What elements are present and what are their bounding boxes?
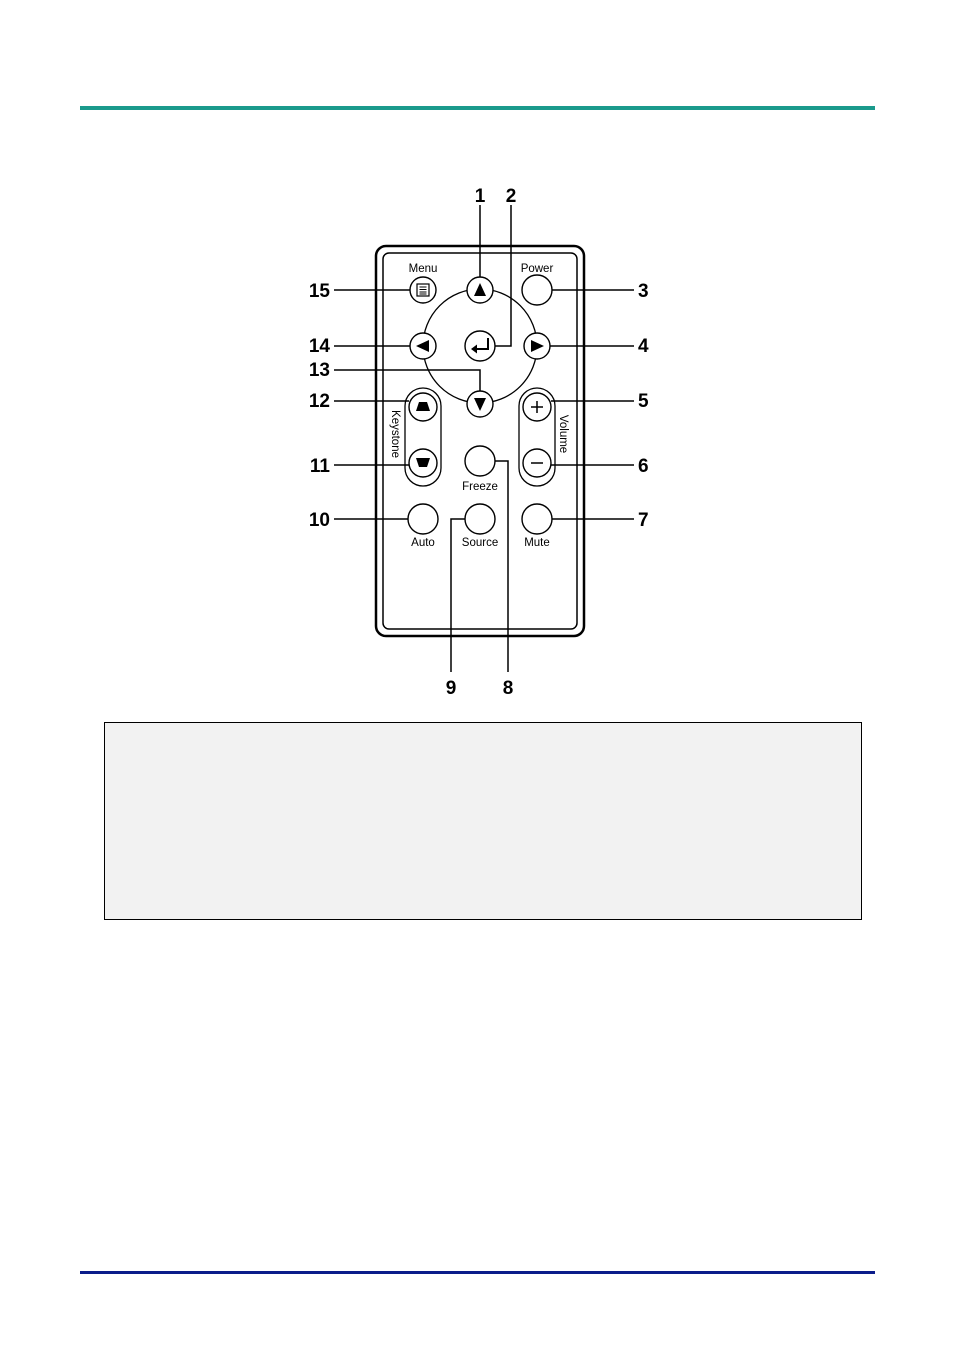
volume-down-button[interactable] [523, 449, 551, 477]
remote-control-diagram: Menu Power Freeze Auto Source Mute Keyst… [0, 0, 954, 720]
callout-6: 6 [638, 456, 649, 477]
up-button[interactable] [467, 277, 493, 303]
source-button[interactable] [465, 504, 495, 534]
remote-body-outer [376, 246, 584, 636]
bottom-rule [80, 1271, 875, 1274]
mute-button[interactable] [522, 504, 552, 534]
note-box [104, 722, 862, 920]
volume-label: Volume [557, 415, 569, 453]
keystone-down-button[interactable] [409, 449, 437, 477]
down-button[interactable] [467, 391, 493, 417]
callout-5: 5 [638, 391, 649, 412]
callout-14: 14 [309, 336, 331, 357]
right-button[interactable] [524, 333, 550, 359]
mute-label: Mute [524, 537, 550, 549]
freeze-label: Freeze [462, 481, 498, 493]
source-label: Source [462, 537, 498, 549]
callout-7: 7 [638, 510, 649, 531]
keystone-up-button[interactable] [409, 393, 437, 421]
callout-8: 8 [503, 678, 514, 699]
menu-button[interactable] [410, 277, 436, 303]
menu-label: Menu [409, 263, 438, 275]
callout-15: 15 [309, 281, 331, 302]
auto-label: Auto [411, 537, 435, 549]
callout-10: 10 [309, 510, 330, 531]
volume-up-button[interactable] [523, 393, 551, 421]
callout-12: 12 [309, 391, 330, 412]
callout-2: 2 [506, 186, 517, 207]
enter-button[interactable] [465, 331, 495, 361]
keystone-label: Keystone [389, 410, 401, 458]
callout-1: 1 [475, 186, 486, 207]
power-button[interactable] [522, 275, 552, 305]
left-button[interactable] [410, 333, 436, 359]
callout-4: 4 [638, 336, 649, 357]
power-label: Power [521, 263, 554, 275]
callout-13: 13 [309, 360, 330, 381]
callout-9: 9 [446, 678, 457, 699]
callout-3: 3 [638, 281, 649, 302]
auto-button[interactable] [408, 504, 438, 534]
callout-11: 11 [310, 456, 331, 477]
freeze-button[interactable] [465, 446, 495, 476]
